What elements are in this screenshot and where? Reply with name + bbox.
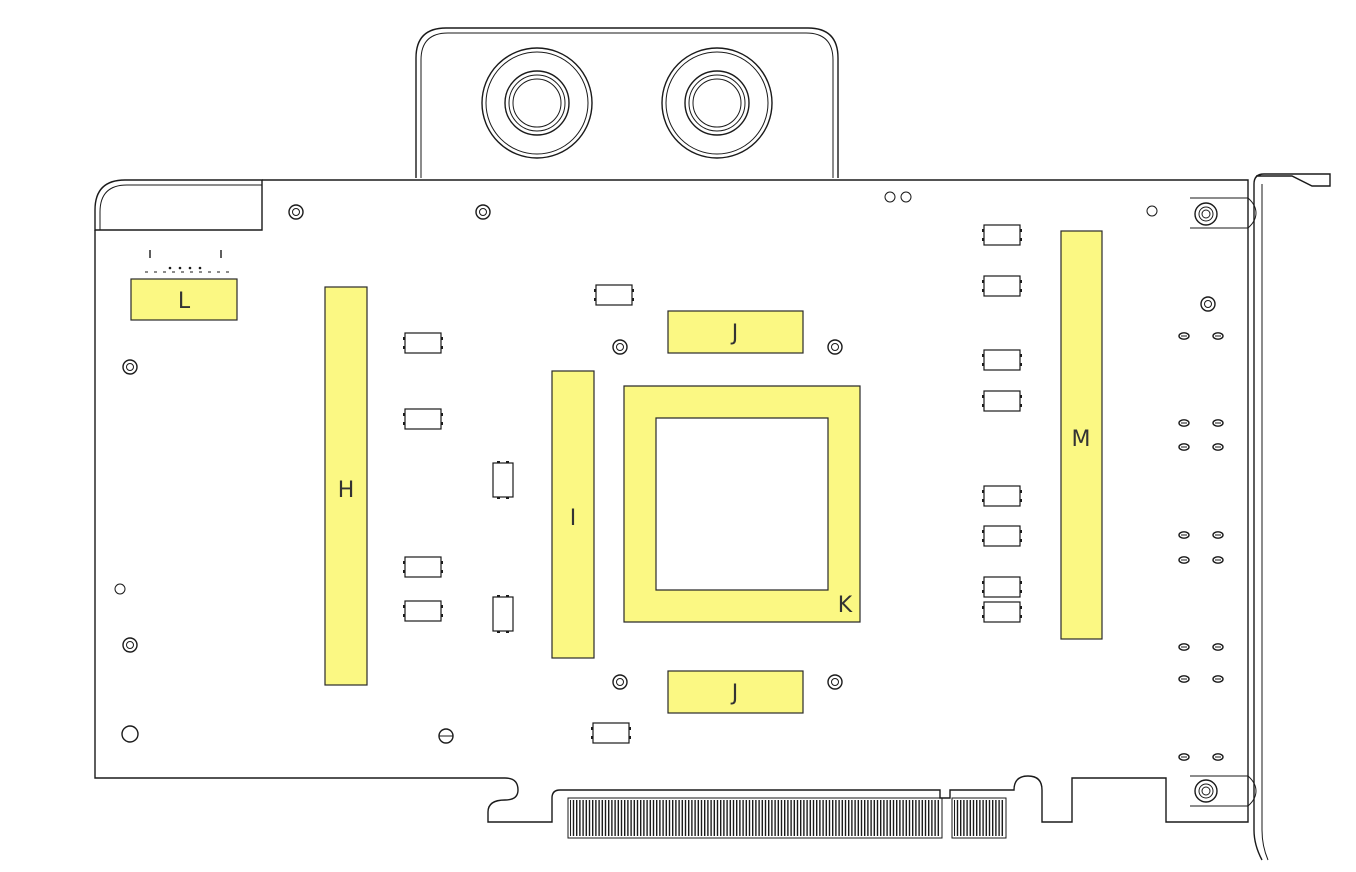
components (403, 224, 1022, 744)
component-icon (982, 275, 1022, 297)
pad-L: L (130, 278, 238, 321)
connector-pin-icon (1178, 419, 1190, 427)
component-icon (982, 349, 1022, 371)
screw-icon (827, 674, 843, 690)
component-icon (492, 461, 514, 499)
screw-icon (612, 674, 628, 690)
holes (114, 191, 1158, 744)
pcb-outline (94, 179, 1249, 823)
connector-pin-icon (1178, 332, 1190, 340)
pad-label-L: L (178, 289, 191, 314)
slot-hole-icon (438, 728, 454, 744)
io-connectors (1178, 332, 1224, 761)
bracket-screw-icon (1194, 202, 1218, 226)
pad-J-top: J (667, 310, 804, 354)
pad-label-K: K (838, 593, 853, 618)
io-bracket (1190, 173, 1331, 861)
connector-pin-icon (1178, 753, 1190, 761)
connector-pin-icon (1212, 675, 1224, 683)
connector-pin-icon (1212, 556, 1224, 564)
screw-icon (122, 637, 138, 653)
pad-label-H: H (338, 478, 355, 503)
connector-pin-icon (1178, 675, 1190, 683)
component-icon (591, 722, 631, 744)
screw-icon (475, 204, 491, 220)
pad-H: H (324, 286, 368, 686)
pad-label-J-bottom: J (730, 681, 739, 706)
pad-label-M: M (1072, 427, 1091, 452)
pad-label-J-top: J (730, 321, 739, 346)
pad-M: M (1060, 230, 1103, 640)
pad-J-bottom: J (667, 670, 804, 714)
component-icon (594, 284, 634, 306)
connector-pin-icon (1178, 443, 1190, 451)
thermal-pads: L H I J J K M (130, 230, 1103, 714)
component-icon (403, 556, 443, 578)
fitting-left-icon (481, 47, 593, 159)
connector-pin-icon (1212, 419, 1224, 427)
component-icon (492, 595, 514, 633)
fan-header (145, 250, 230, 273)
screw-icon (288, 204, 304, 220)
bracket-screw-icon (1194, 779, 1218, 803)
component-icon (982, 525, 1022, 547)
component-icon (403, 600, 443, 622)
connector-pin-icon (1178, 643, 1190, 651)
connector-pin-icon (1178, 556, 1190, 564)
screw-icon (122, 359, 138, 375)
board-outline (94, 179, 263, 231)
connector-pin-icon (1212, 332, 1224, 340)
component-icon (982, 485, 1022, 507)
component-icon (403, 408, 443, 430)
connector-pin-icon (1212, 753, 1224, 761)
terminal-block (415, 27, 839, 178)
fitting-right-icon (661, 47, 773, 159)
screw-icon (827, 339, 843, 355)
pad-I: I (551, 370, 595, 659)
component-icon (982, 576, 1022, 598)
connector-pin-icon (1178, 531, 1190, 539)
connector-pin-icon (1212, 443, 1224, 451)
component-icon (982, 390, 1022, 412)
pad-label-I: I (570, 506, 577, 531)
component-icon (982, 601, 1022, 623)
screw-icon (612, 339, 628, 355)
screw-icon (1200, 296, 1216, 312)
mounting-screws (122, 202, 1218, 803)
pad-K: K (623, 385, 861, 623)
component-icon (403, 332, 443, 354)
connector-pin-icon (1212, 643, 1224, 651)
connector-pin-icon (1212, 531, 1224, 539)
pcie-connector (567, 797, 1007, 839)
component-icon (982, 224, 1022, 246)
